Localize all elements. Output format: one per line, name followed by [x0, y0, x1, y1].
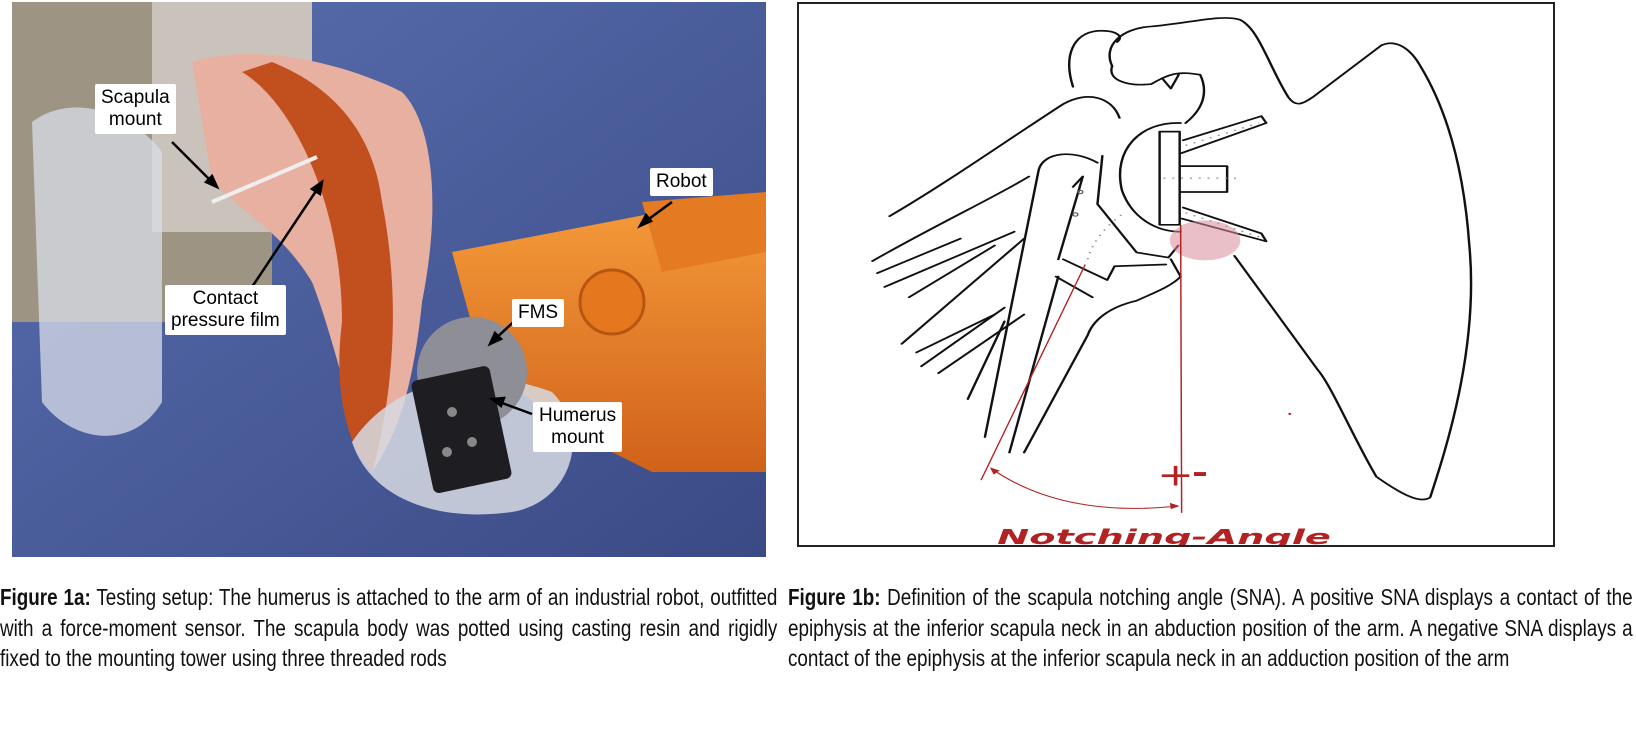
vertical-reference-line — [1179, 224, 1183, 513]
upper-screw — [1180, 115, 1268, 154]
figure-1a-photo: Scapula mount Contact pressure film Robo… — [12, 2, 766, 557]
glenosphere — [1118, 122, 1182, 233]
notching-angle-arc — [991, 468, 1179, 509]
caption-1b-text: Definition of the scapula notching angle… — [788, 584, 1633, 671]
scapula-outline — [1108, 17, 1473, 501]
robot-label: Robot — [650, 168, 713, 196]
center-peg — [1179, 165, 1229, 193]
baseplate — [1158, 130, 1181, 226]
plus-sign: + — [1157, 457, 1194, 493]
shoulder-schematic: + - Notching-Angle — [871, 17, 1473, 545]
notch — [1160, 73, 1180, 90]
caption-1b-title: Figure 1b: — [788, 584, 881, 610]
humerus-axis-line — [980, 264, 1086, 481]
contact-pressure-film-label: Contact pressure film — [165, 285, 286, 335]
figure-1b-caption: Figure 1b: Definition of the scapula not… — [788, 582, 1633, 674]
humerus-outline — [983, 153, 1099, 438]
scapula-mount-label: Scapula mount — [95, 84, 176, 134]
figure-1a-caption: Figure 1a: Testing setup: The humerus is… — [0, 582, 777, 674]
caption-1a-title: Figure 1a: — [0, 584, 91, 610]
testing-setup-photo — [12, 2, 766, 557]
notching-angle-label: Notching-Angle — [997, 526, 1331, 545]
humerus-mount-label: Humerus mount — [533, 402, 623, 452]
fms-label: FMS — [512, 299, 565, 327]
caption-1a-text: Testing setup: The humerus is attached t… — [0, 584, 778, 671]
minus-sign: - — [1192, 457, 1208, 489]
figure-1b-diagram: + - Notching-Angle — [797, 2, 1555, 547]
stem — [1057, 175, 1085, 261]
contact-zone — [1169, 220, 1241, 261]
coracoid-outline — [1068, 30, 1122, 88]
